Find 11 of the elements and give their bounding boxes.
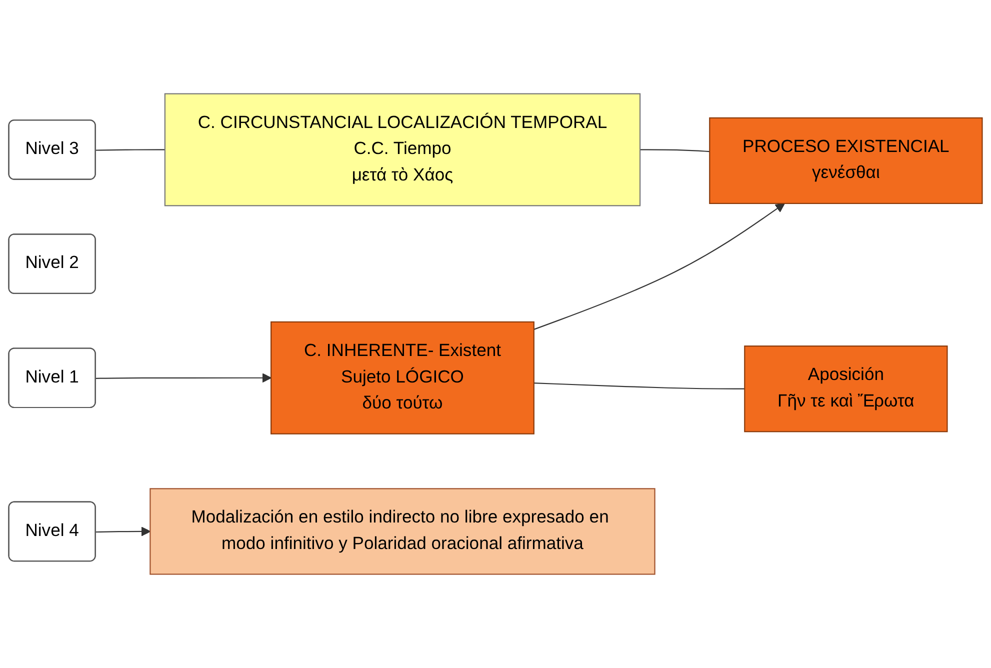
arrow xyxy=(96,373,272,383)
connector xyxy=(534,382,745,390)
connector xyxy=(96,149,165,151)
arrow xyxy=(96,526,151,536)
node-box: C. INHERENTE- Existent Sujeto LÓGICO δύο τούτω xyxy=(270,321,534,434)
node-box: C. CIRCUNSTANCIAL LOCALIZACIÓN TEMPORAL C.C. Tiempo μετά τὸ Χάος xyxy=(164,93,641,206)
node-box: PROCESO EXISTENCIAL γενέσθαι xyxy=(709,117,983,204)
node-box: Modalización en estilo indirecto no libre expresado en modo infinitivo y Polaridad oracional afirmativa xyxy=(150,488,656,575)
arrow xyxy=(534,203,785,330)
node-box: Aposición Γῆν τε καὶ Ἔρωτα xyxy=(744,346,948,432)
connector xyxy=(640,149,710,152)
